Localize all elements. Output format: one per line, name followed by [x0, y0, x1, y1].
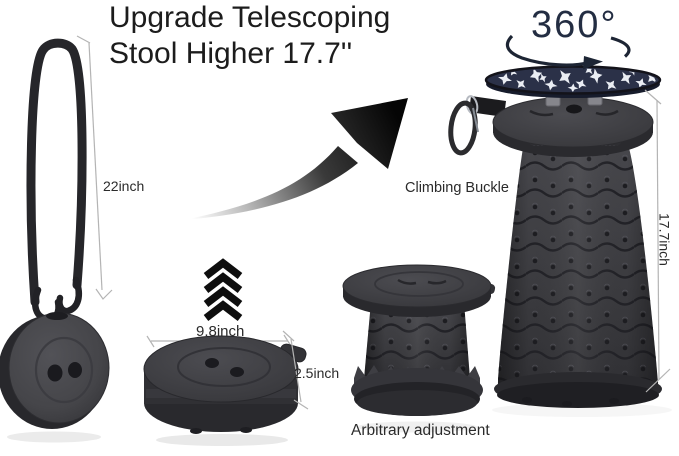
chevron: [203, 258, 243, 279]
seat-groove: [397, 278, 417, 285]
swoosh-arrow-icon: [184, 98, 408, 220]
strap-slot: [46, 312, 68, 320]
stool-hole: [68, 362, 82, 378]
dimension-tick: [283, 334, 292, 347]
seat-center-hole: [566, 104, 582, 114]
dimension-line-22inch: [76, 35, 113, 300]
label-extended-height: 17.7inch: [656, 213, 673, 266]
dimension-tick: [293, 399, 309, 410]
shadow: [7, 431, 101, 443]
label-seat-diameter: 9.8inch: [196, 323, 245, 340]
dimension-line: [290, 338, 302, 403]
dimension-tick: [282, 330, 295, 342]
pad-posts: [545, 94, 603, 107]
seat-inner-ring: [374, 271, 464, 297]
base-bottom: [497, 382, 659, 408]
chevron: [203, 272, 243, 293]
arrow-head: [331, 98, 408, 169]
stool-hole: [47, 364, 63, 382]
seat-top: [342, 264, 492, 308]
foot-nub: [609, 398, 619, 404]
carabiner-icon: [448, 100, 478, 156]
dimension-arrowhead: [95, 288, 113, 300]
folded-stool-inner-ring: [34, 336, 94, 404]
foot-nub: [562, 401, 572, 407]
arrow-shaft: [184, 146, 358, 220]
dimension-line-17-7inch: [644, 89, 671, 393]
up-chevrons-icon: [203, 258, 243, 321]
title-line-2: Stool Higher 17.7'': [109, 37, 353, 70]
title-line-1: Upgrade Telescoping: [109, 1, 391, 34]
label-strap-length: 22inch: [103, 178, 145, 194]
label-folded-height: 2.5inch: [294, 365, 340, 381]
buckle-strap: [469, 96, 506, 117]
dimension-tick: [644, 89, 662, 105]
rotation-arrows-icon: [505, 34, 631, 70]
shoulder-strap: [26, 38, 87, 307]
dimension-line: [656, 99, 660, 380]
seat-top: [492, 96, 654, 148]
stool-hole: [205, 358, 219, 368]
inner-ring: [177, 347, 271, 387]
carabiner-gate: [472, 107, 479, 133]
label-arbitrary-adjustment: Arbitrary adjustment: [351, 422, 490, 439]
label-climbing-buckle: Climbing Buckle: [405, 180, 509, 196]
dimension-tick: [76, 35, 91, 44]
seat-groove: [595, 109, 619, 116]
strap-loop-right: [56, 276, 82, 315]
stool-folded-with-strap: [0, 38, 110, 429]
foot-nub: [240, 427, 252, 433]
foot-nub: [522, 397, 532, 403]
label-rotation-360: 360°: [531, 4, 618, 46]
dimension-line-2-5inch: [282, 330, 309, 410]
stool-folded-flat: [143, 335, 307, 434]
top-face: [143, 335, 299, 403]
dimension-tick: [645, 368, 671, 393]
foot-nub: [190, 428, 202, 434]
rotation-arrowhead: [583, 56, 603, 70]
dimension-tick: [146, 335, 155, 348]
rotation-arc-right: [610, 36, 631, 58]
stool-half-extended: [342, 264, 496, 416]
stool-hole: [230, 367, 244, 377]
chevron: [203, 286, 243, 307]
dimension-line: [88, 42, 103, 291]
base-rim: [357, 390, 477, 416]
chevron: [203, 300, 243, 321]
seat-groove: [529, 109, 554, 117]
extended-body: [497, 148, 659, 393]
pad-top: [484, 65, 662, 95]
ground-shadows: [7, 403, 672, 446]
stool-fully-extended: [448, 34, 662, 408]
seat-groove: [427, 279, 447, 285]
shadow: [156, 434, 288, 446]
shadow: [492, 403, 672, 417]
shadow: [357, 421, 477, 433]
camo-seat-pad: [484, 65, 662, 98]
rotation-arc-left: [505, 34, 590, 67]
